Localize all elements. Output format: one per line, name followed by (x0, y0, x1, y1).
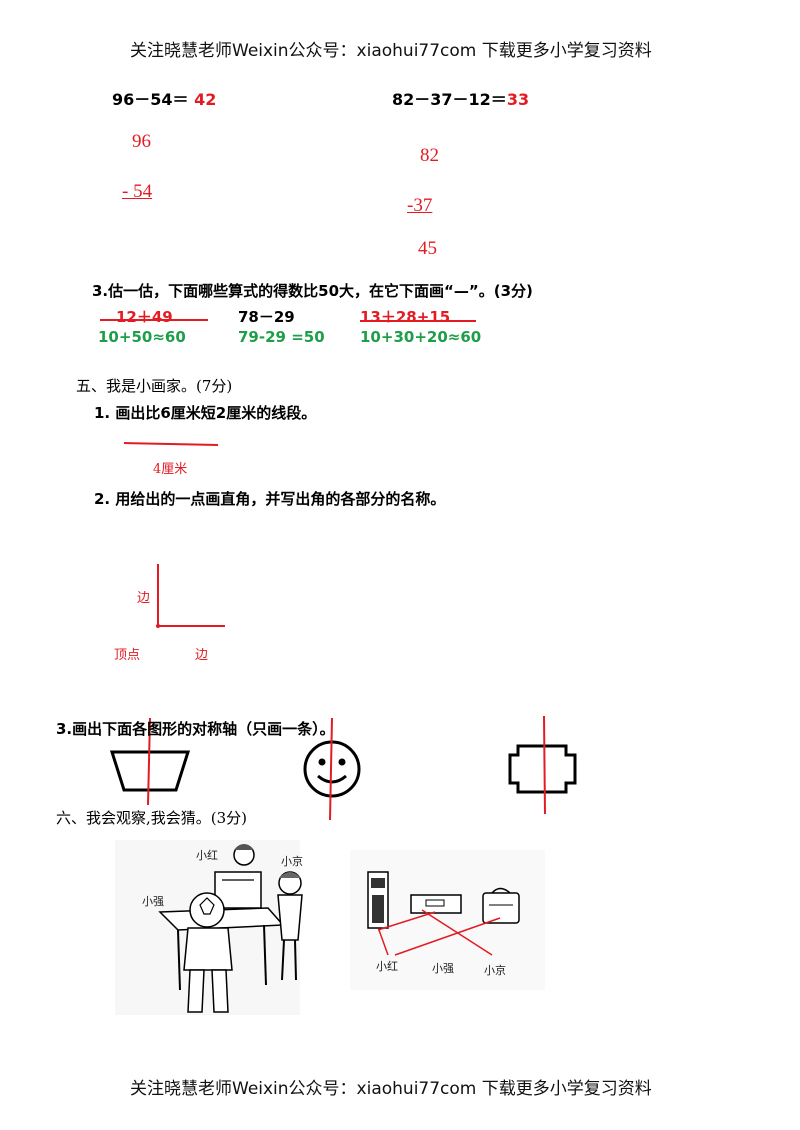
answer-label-xiaojing: 小京 (484, 964, 506, 977)
vertical-right-result-clip: 45 (418, 238, 437, 260)
section5-q3: 3.画出下面各图形的对称轴（只画一条）。 (56, 720, 335, 738)
vertical-right-bottom: -37 (407, 195, 433, 216)
estimate-result-2: 79-29 =50 (238, 328, 325, 346)
angle-vertex-dot (156, 624, 160, 628)
estimate-result-3: 10+30+20≈60 (360, 328, 482, 346)
estimate-question: 3.估一估，下面哪些算式的得数比50大，在它下面画“—”。(3分) (92, 282, 533, 300)
calc-left-expr: 96－54＝ (112, 90, 189, 109)
page-footer: 关注晓慧老师Weixin公众号：xiaohui77com 下载更多小学复习资料 (130, 1079, 652, 1099)
angle-side-label-horizontal: 边 (195, 648, 209, 663)
trapezoid-axis (147, 717, 151, 806)
kid-label-xiaojing: 小京 (281, 855, 303, 868)
smiley-axis (329, 717, 333, 821)
answer-label-xiaohong: 小红 (376, 960, 398, 973)
section5-q1: 1. 画出比6厘米短2厘米的线段。 (94, 404, 317, 422)
section5-title: 五、我是小画家。(7分) (76, 377, 233, 395)
angle-vertex-label: 顶点 (114, 648, 141, 663)
calc-right-expression: 82－37－12＝33 (392, 86, 529, 110)
estimate-expr-1: 12＋49 (116, 308, 173, 326)
notched-rectangle-shape (508, 744, 577, 794)
section5-q2: 2. 用给出的一点画直角，并写出角的各部分的名称。 (94, 490, 446, 508)
angle-side-label-vertical: 边 (137, 591, 151, 606)
page-header: 关注晓慧老师Weixin公众号：xiaohui77com 下载更多小学复习资料 (130, 41, 652, 61)
calc-right-expr: 82－37－12＝ (392, 90, 507, 109)
answer-label-xiaoqiang: 小强 (432, 962, 454, 975)
segment-4cm (123, 442, 219, 446)
calc-left-expression: 96－54＝ 42 (112, 86, 216, 110)
estimate-expr-2: 78－29 (238, 308, 295, 326)
segment-label: 4厘米 (153, 462, 188, 477)
estimate-result-1: 10+50≈60 (98, 328, 186, 346)
vertical-left-bottom: - 54 (122, 181, 153, 202)
smiley-eye-left (318, 758, 326, 766)
smiley-mouth (317, 774, 347, 784)
smiley-eye-right (338, 758, 346, 766)
vertical-left-top: 96 (132, 131, 151, 152)
section6-title: 六、我会观察,我会猜。(3分) (56, 809, 248, 827)
calc-right-answer: 33 (506, 90, 530, 109)
observation-illustration (115, 840, 545, 1015)
kid-label-xiaohong: 小红 (196, 849, 218, 862)
notched-rectangle-axis (543, 715, 546, 815)
calc-left-answer: 42 (194, 90, 217, 109)
trapezoid-shape (109, 750, 191, 792)
kid-label-xiaoqiang: 小强 (142, 895, 164, 908)
vertical-right-result: 45 (418, 238, 437, 259)
vertical-right-top: 82 (420, 145, 439, 166)
